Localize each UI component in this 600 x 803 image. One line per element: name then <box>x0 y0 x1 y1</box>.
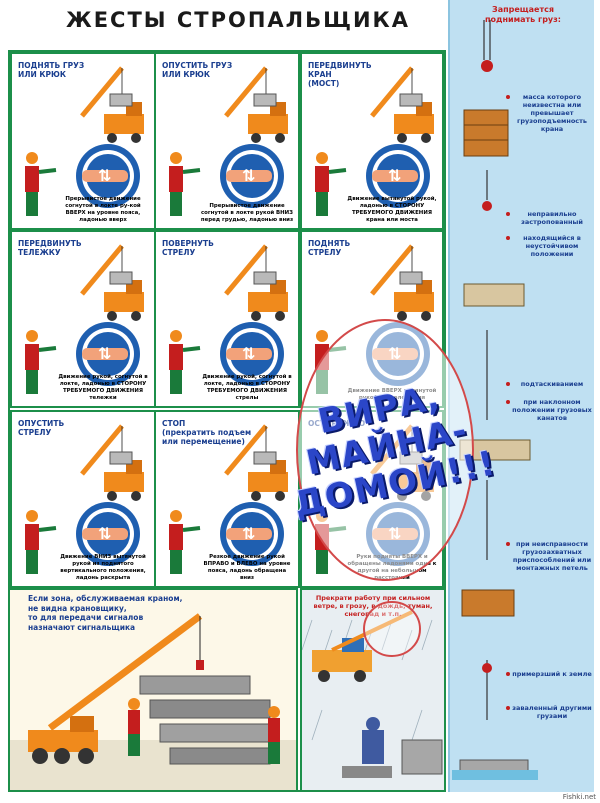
prohibition-item: заваленный другими грузами <box>506 704 592 720</box>
gesture-label: ПЕРЕДВИНУТЬ КРАН (МОСТ) <box>308 61 372 88</box>
prohibition-item: примерзший к земле <box>506 670 592 678</box>
gesture-caption: Прерывистое движение согнутой в локте ру… <box>200 203 294 223</box>
gesture-panel: СТОП (прекратить подъем или перемещение)… <box>154 410 300 588</box>
gesture-caption: Движение ВНИЗ вытянутой рукой из поднято… <box>60 554 146 581</box>
gesture-panel: ПЕРЕДВИНУТЬ КРАН (МОСТ) ⇅ Движение вытянут… <box>300 52 444 230</box>
gesture-caption: Прерывистое движение согнутой в локте ру… <box>65 196 141 223</box>
gesture-label: ПЕРЕДВИНУТЬ ТЕЛЕЖКУ <box>18 239 82 257</box>
gesture-caption: Движение вытянутой рукой, ладонью в СТОР… <box>347 196 437 223</box>
gesture-caption: Движение рукой, согнутой в локте, ладонь… <box>202 374 292 401</box>
prohibition-item: при наклонном положении грузовых канатов <box>506 398 592 422</box>
prohibition-item: масса которого неизвестна или превышает … <box>506 93 592 133</box>
gesture-panel: ПЕРЕДВИНУТЬ ТЕЛЕЖКУ ⇅ Движение рукой, согн… <box>10 230 156 408</box>
gesture-illustration <box>25 244 144 394</box>
prohibition-item: неправильно застропованный <box>506 210 592 226</box>
signalman-illustration <box>10 613 296 790</box>
arrow-horizontal-icon: ⇅ <box>242 524 256 543</box>
gesture-panel: ПОДНЯТЬ ГРУЗ ИЛИ КРЮК ⇅ Прерывистое движен… <box>10 52 156 230</box>
sidebar-title: Запрещается поднимать груз: <box>484 5 561 24</box>
arrow-side-icon: ⇅ <box>388 166 402 185</box>
arrow-down-icon: ⇅ <box>242 166 256 185</box>
gesture-illustration <box>169 424 288 574</box>
gesture-illustration <box>315 66 434 216</box>
prohibitions-illustrations <box>452 20 538 780</box>
gesture-caption: Движение рукой, согнутой в локте, ладонь… <box>58 374 148 401</box>
gesture-label: ПОВЕРНУТЬ СТРЕЛУ <box>162 239 214 257</box>
gesture-illustration <box>25 66 144 216</box>
arrow-side-icon: ⇅ <box>98 344 112 363</box>
weather-illustration <box>302 610 443 778</box>
page-title: ЖЕСТЫ СТРОПАЛЬЩИКА <box>66 8 410 32</box>
watermark: Fishki.net <box>562 793 596 801</box>
weather-panel: Прекрати работу при сильном ветре, в гро… <box>300 588 446 792</box>
gesture-label: СТОП (прекратить подъем или перемещение) <box>162 419 252 446</box>
meme-overlay <box>296 319 474 581</box>
gesture-label: ПОДНЯТЬ ГРУЗ ИЛИ КРЮК <box>18 61 85 79</box>
arrow-down-icon: ⇅ <box>98 524 112 543</box>
arrow-up-down-icon: ⇅ <box>98 166 112 185</box>
gesture-label: ОПУСТИТЬ СТРЕЛУ <box>18 419 65 437</box>
gesture-illustration <box>169 66 288 216</box>
prohibition-item: находящийся в неустойчивом положении <box>506 234 592 258</box>
gesture-panel: ПОВЕРНУТЬ СТРЕЛУ ⇅ Движение рукой, согнуто… <box>154 230 300 408</box>
gesture-caption: Резкое движение рукой ВПРАВО и ВЛЕВО на … <box>203 554 291 581</box>
arrow-turn-icon: ⇅ <box>242 344 256 363</box>
gesture-panel: ОПУСТИТЬ ГРУЗ ИЛИ КРЮК ⇅ Прерывистое движе… <box>154 52 300 230</box>
signalman-panel: Если зона, обслуживаемая краном, не видн… <box>8 588 298 792</box>
weather-warning: Прекрати работу при сильном ветре, в гро… <box>313 594 433 618</box>
gesture-label: ПОДНЯТЬ СТРЕЛУ <box>308 239 351 257</box>
gesture-panel: ОПУСТИТЬ СТРЕЛУ ⇅ Движение ВНИЗ вытянутой … <box>10 410 156 588</box>
gesture-illustration <box>169 244 288 394</box>
prohibitions-sidebar: Запрещается поднимать груз: масса которо… <box>448 0 594 792</box>
meme-ring <box>363 601 421 657</box>
signalman-note: Если зона, обслуживаемая краном, не видн… <box>28 594 183 632</box>
prohibition-item: подтаскиванием <box>506 380 592 388</box>
prohibition-item: при неисправности грузозахватных приспос… <box>506 540 592 572</box>
gesture-illustration <box>25 424 144 574</box>
gesture-label: ОПУСТИТЬ ГРУЗ ИЛИ КРЮК <box>162 61 233 79</box>
